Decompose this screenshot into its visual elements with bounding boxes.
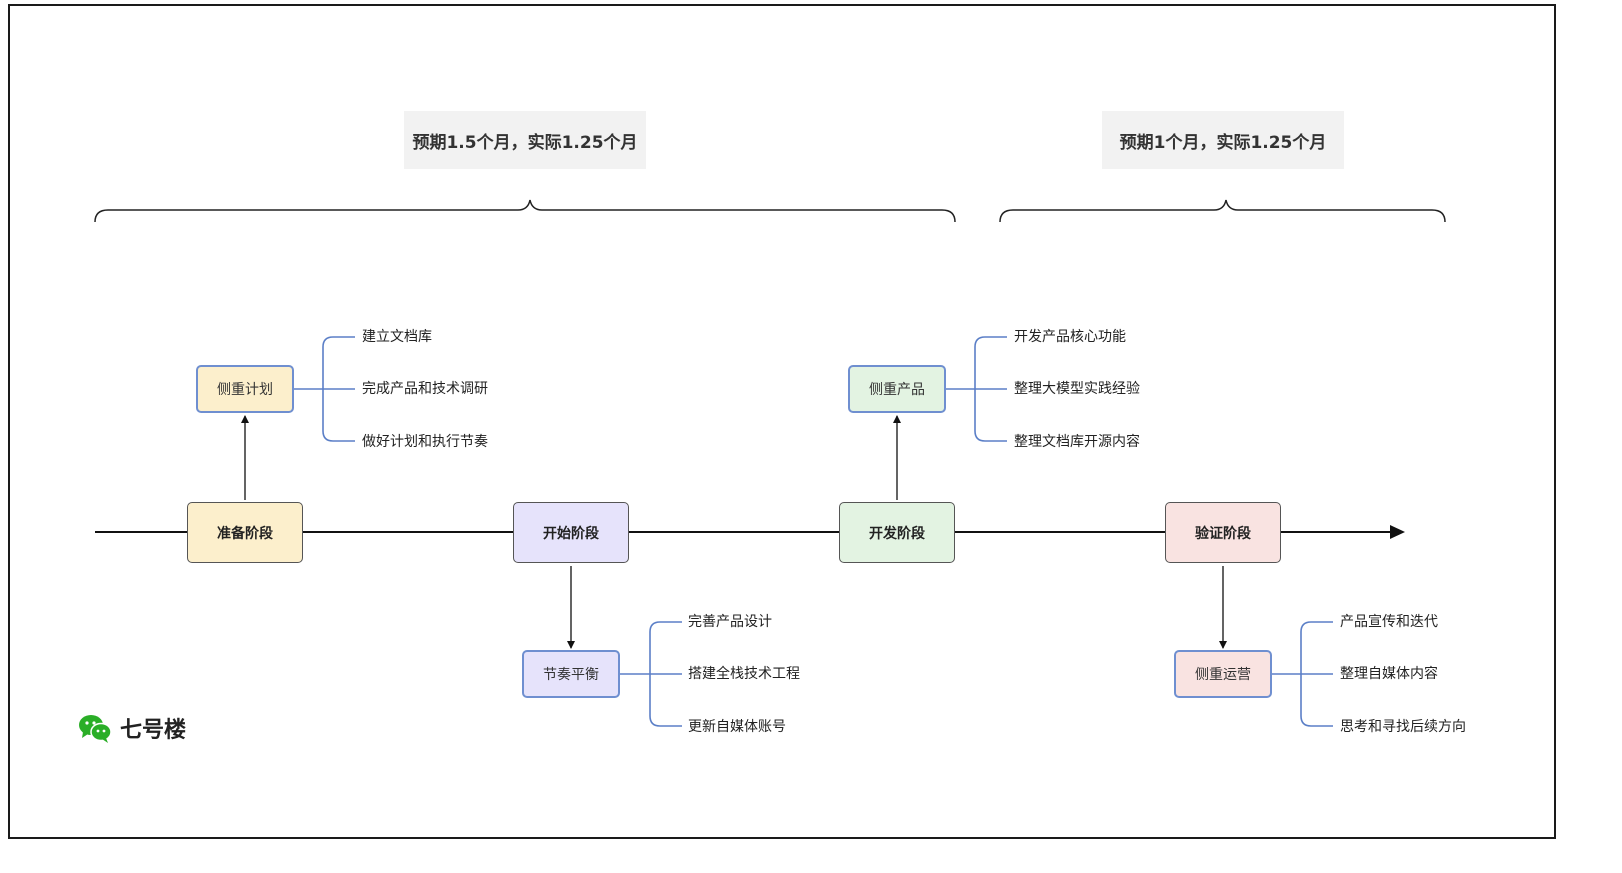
stage-verify: 验证阶段	[1165, 502, 1281, 563]
balance-item: 搭建全栈技术工程	[688, 666, 800, 682]
brace-left	[94, 199, 956, 223]
focus-operations: 侧重运营	[1174, 650, 1272, 698]
stage-develop: 开发阶段	[839, 502, 955, 563]
timeline-arrowhead	[1390, 525, 1405, 539]
brand-logo: 七号楼	[78, 712, 186, 744]
operations-item: 思考和寻找后续方向	[1340, 719, 1466, 735]
estimate-label-phase1: 预期1.5个月，实际1.25个月	[404, 111, 646, 169]
stage-start: 开始阶段	[513, 502, 629, 563]
brand-name: 七号楼	[120, 718, 187, 743]
bracket-dev	[946, 336, 1007, 442]
diagram-frame	[8, 4, 1556, 839]
operations-item: 整理自媒体内容	[1340, 666, 1438, 682]
stage-prepare: 准备阶段	[187, 502, 303, 563]
bracket-prep	[294, 336, 355, 442]
product-item: 整理文档库开源内容	[1014, 434, 1140, 450]
balance-item: 完善产品设计	[688, 614, 772, 630]
estimate-label-phase2: 预期1个月，实际1.25个月	[1102, 111, 1344, 169]
focus-rhythm-balance: 节奏平衡	[522, 650, 620, 698]
bracket-start	[620, 621, 682, 727]
plan-item: 做好计划和执行节奏	[362, 434, 488, 450]
wechat-icon	[79, 715, 112, 743]
balance-item: 更新自媒体账号	[688, 719, 786, 735]
product-item: 开发产品核心功能	[1014, 329, 1126, 345]
plan-item: 建立文档库	[362, 329, 432, 345]
bracket-verify	[1272, 621, 1333, 727]
brace-right	[999, 199, 1446, 223]
operations-item: 产品宣传和迭代	[1340, 614, 1438, 630]
product-item: 整理大模型实践经验	[1014, 381, 1140, 397]
focus-product: 侧重产品	[848, 365, 946, 413]
focus-plan: 侧重计划	[196, 365, 294, 413]
plan-item: 完成产品和技术调研	[362, 381, 488, 397]
